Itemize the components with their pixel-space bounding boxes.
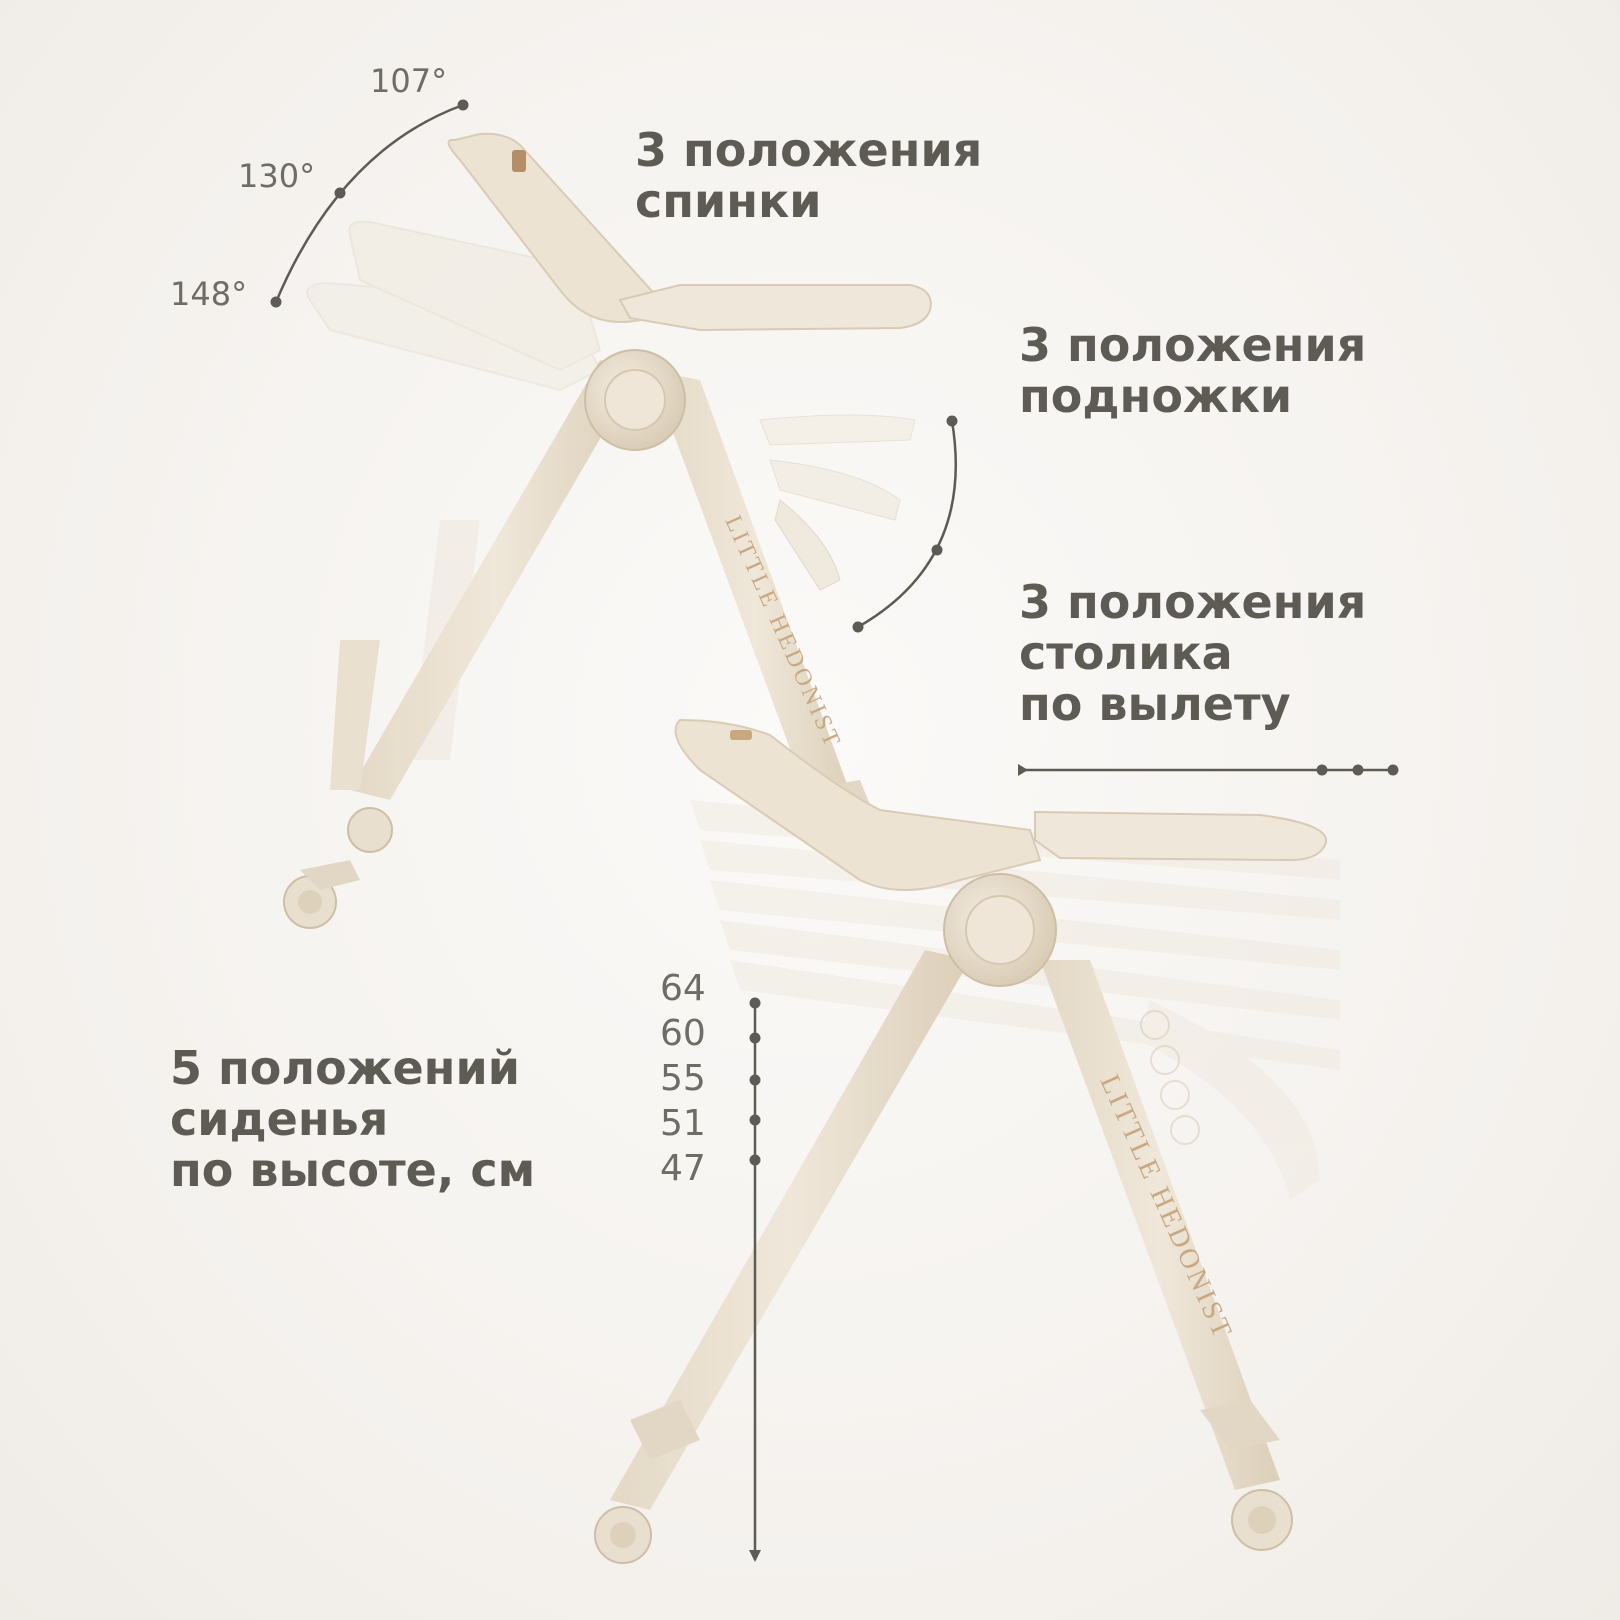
backrest-angle-label: 107°	[370, 62, 448, 100]
high-chair-lower: LITTLE HEDONIST	[594, 718, 1340, 1564]
wheel-icon	[594, 1506, 652, 1564]
seat-height-value: 51	[660, 1103, 706, 1144]
seat-height-indicator	[749, 997, 761, 1562]
tray-heading: 3 положения столика по вылету	[1019, 575, 1367, 731]
tray-line-indicator	[1018, 764, 1399, 776]
backrest-angle-label: 148°	[170, 275, 248, 313]
wheel-icon	[1231, 1489, 1293, 1551]
seat-height-value: 60	[660, 1013, 706, 1054]
backrest-arc-indicator	[270, 99, 469, 308]
seat-height-value: 55	[660, 1058, 706, 1099]
backrest-angle-label: 130°	[238, 157, 316, 195]
backrest-heading: 3 положения спинки	[635, 123, 983, 228]
footrest-heading: 3 положения подножки	[1019, 318, 1367, 423]
seat-height-value: 47	[660, 1148, 706, 1189]
footrest-arc-indicator	[852, 415, 958, 633]
high-chair-upper: LITTLE HEDONIST	[283, 132, 932, 929]
brand-text-lower: LITTLE HEDONIST	[1094, 1070, 1239, 1345]
brand-tag-icon	[730, 730, 752, 740]
wheel-icon	[347, 807, 393, 853]
seat-height-heading: 5 положений сиденья по высоте, см	[170, 1041, 536, 1197]
wheel-icon	[283, 860, 360, 929]
brand-tag-icon	[512, 150, 526, 172]
seat-height-value: 64	[660, 968, 706, 1009]
